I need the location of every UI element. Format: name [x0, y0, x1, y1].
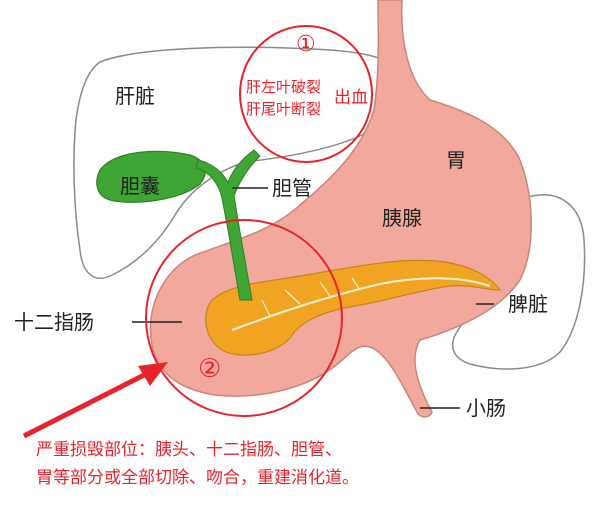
note-line-1: 严重损毁部位：胰头、十二指肠、胆管、 [36, 440, 342, 460]
label-liver: 肝脏 [115, 84, 155, 108]
marker-2-number: ② [198, 354, 222, 384]
marker-1-text-line1: 肝左叶破裂 [246, 78, 322, 96]
label-spleen: 脾脏 [508, 292, 548, 316]
note-line-2: 胃等部分或全部切除、吻合，重建消化道。 [36, 468, 359, 488]
liver-shape [73, 46, 399, 279]
label-bile-duct: 胆管 [272, 176, 312, 200]
marker-1-circle [239, 25, 373, 163]
marker-2-circle [145, 219, 343, 417]
label-stomach: 胃 [446, 148, 466, 172]
pointer-arrow [22, 369, 152, 439]
label-pancreas: 胰腺 [382, 206, 422, 230]
bile-duct-shape [195, 149, 261, 301]
marker-1-number: ① [296, 32, 316, 57]
pancreatic-duct [231, 277, 491, 331]
gallbladder-shape [96, 150, 206, 203]
label-duodenum: 十二指肠 [14, 310, 94, 334]
marker-1-tag: 出血 [334, 88, 368, 108]
marker-1-text-line2: 肝尾叶断裂 [246, 100, 322, 118]
label-small-intestine: 小肠 [466, 396, 506, 420]
pointer-arrow-head [138, 362, 168, 386]
pancreatic-duct-branches [261, 277, 361, 317]
label-gallbladder: 胆囊 [120, 174, 160, 198]
pancreas-shape [205, 259, 502, 356]
